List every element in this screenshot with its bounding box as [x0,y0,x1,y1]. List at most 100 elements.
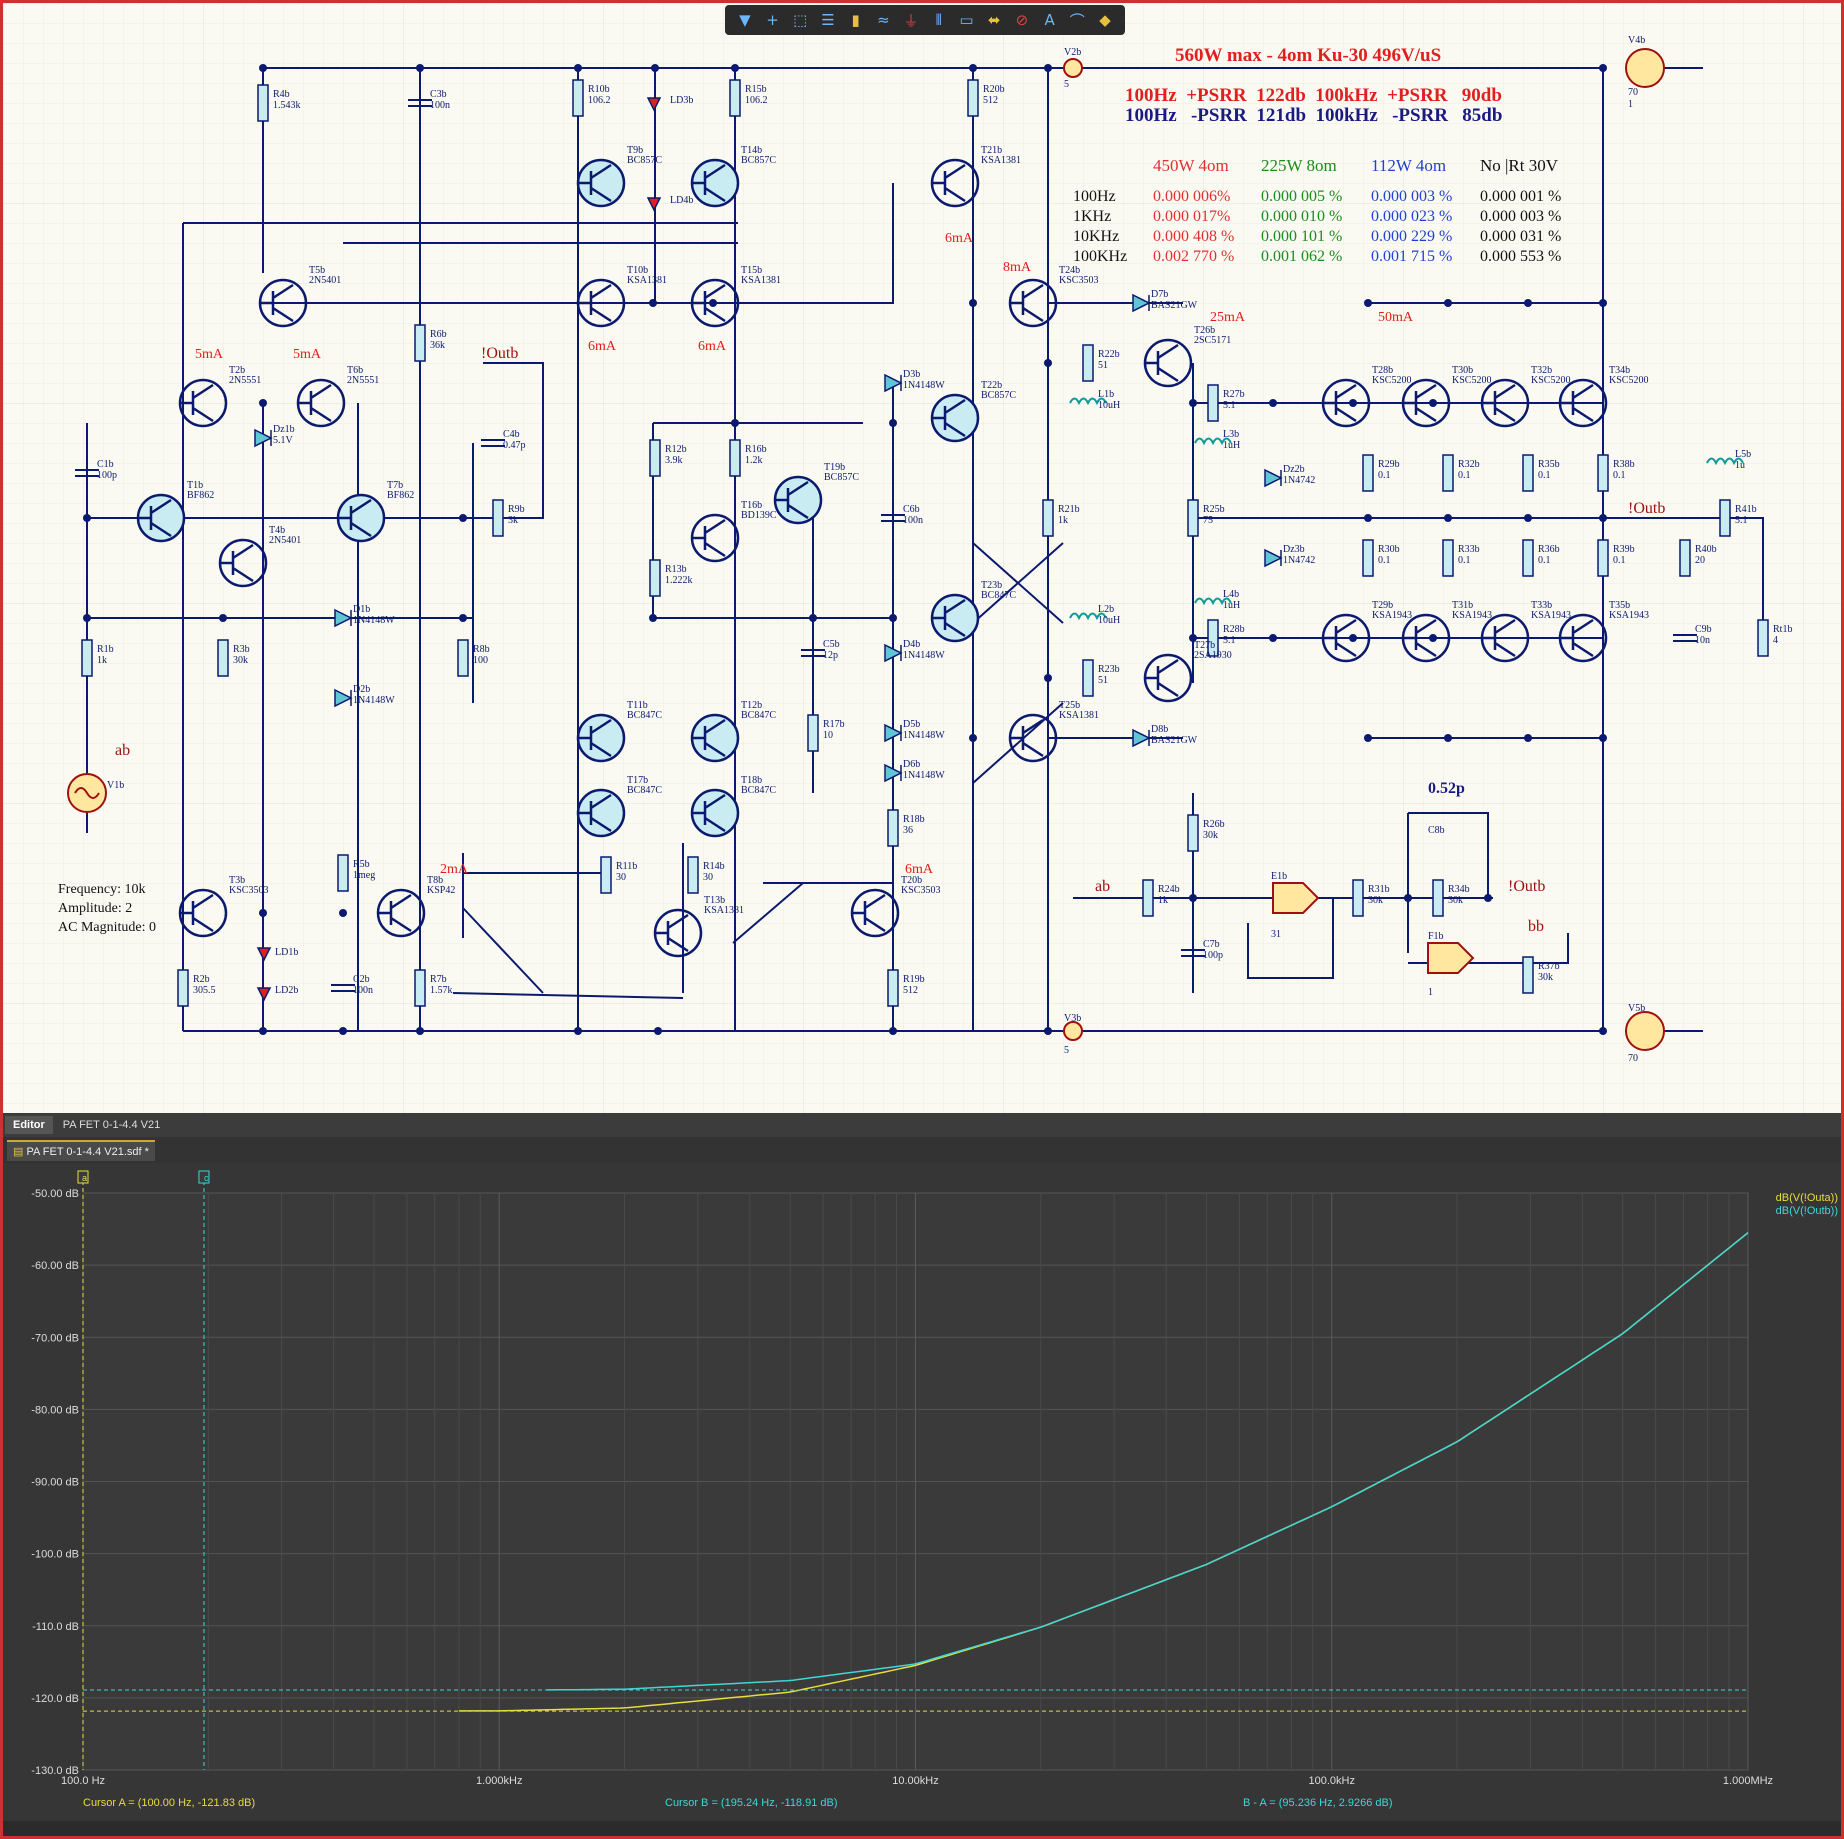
passive-ref: R39b [1613,544,1635,555]
ref-v4: V4b [1628,35,1645,46]
port-icon[interactable]: ⬌ [987,11,1001,29]
resistor-body [1757,619,1769,657]
cursor-a-marker[interactable] [77,1170,89,1184]
thd-col-header: 450W 4om [1153,156,1229,175]
net-label-outb: !Outb [1628,500,1665,517]
passive-value: 0.1 [1613,470,1626,481]
schematic-title: 560W max - 4om Ku-30 496V/uS [1175,45,1441,66]
tab-editor[interactable]: Editor [5,1116,53,1134]
transistor-leads [1482,383,1516,423]
transistor-part: KSA1381 [704,905,744,916]
thd-cell: 0.001 715 % [1371,248,1452,265]
transistor-ref: T4b [269,525,285,536]
current-label: 50mA [1378,310,1414,325]
y-tick-label: -100.0 dB [31,1549,79,1561]
passive-ref: D1b [353,604,370,615]
transistor-part: KSA1943 [1531,610,1571,621]
cross-probe-icon[interactable]: + [766,11,779,29]
resistor-body [257,84,269,122]
waveform-plot[interactable]: -50.00 dB-60.00 dB-70.00 dB-80.00 dB-90.… [3,1163,1841,1836]
passive-value: 100p [97,470,117,481]
filter-icon[interactable]: ▼ [739,11,751,29]
resistor-body [81,639,93,677]
passive-ref: D2b [353,684,370,695]
passive-ref: R16b [745,444,767,455]
resistor-body [177,969,189,1007]
resistor-body [1042,499,1054,537]
thd-cell: 0.000 031 % [1480,228,1561,245]
power-port-icon[interactable]: ⏚ [903,11,919,30]
resistor-body [1362,539,1374,577]
transistor-part: BC857C [741,155,776,166]
probe-icon[interactable]: ◆ [1099,11,1111,29]
directive-icon[interactable]: ⊘ [1015,11,1029,29]
text-icon[interactable]: A [1044,11,1055,29]
diode-symbol [884,723,903,743]
bus-icon[interactable]: ⫴ [935,11,942,29]
passive-value: 5.1 [1223,400,1236,411]
transistor-ref: T34b [1609,365,1630,376]
net-label-ab: ab [1095,878,1110,895]
passive-ref: R25b [1203,504,1225,515]
passive-ref: C9b [1695,624,1712,635]
passive-value: 30 [703,872,713,883]
thd-cell: 0.000 003 % [1371,188,1452,205]
passive-ref: R8b [473,644,490,655]
ref-ld2: LD2b [275,985,298,996]
current-label: 5mA [293,347,322,362]
transistor-leads [1145,343,1179,383]
y-tick-label: -70.00 dB [31,1332,79,1344]
transistor-leads [932,398,966,438]
diode-symbol [1264,468,1283,488]
component-icon[interactable]: ▮ [851,11,860,29]
transistor-leads [1403,618,1437,658]
transistor-part: 2SA1930 [1194,650,1232,661]
passive-ref: D7b [1151,289,1168,300]
thd-cell: 0.000 408 % [1153,228,1234,245]
passive-value: 100 [473,655,488,666]
passive-ref: R26b [1203,819,1225,830]
resistor-body [649,439,661,477]
resistor-body [217,639,229,677]
tab-sdf-document[interactable]: ▤ PA FET 0-1-4.4 V21.sdf * [7,1140,155,1161]
resistor-body [1597,454,1609,492]
capacitor-plates [331,984,355,992]
arc-icon[interactable]: ⌒ [1069,11,1085,30]
net-icon[interactable]: ≈ [877,11,890,29]
thd-row-freq: 10KHz [1073,228,1119,245]
select-rect-icon[interactable]: ⬚ [793,11,808,29]
passive-value: 5.1V [273,435,294,446]
resistor-body [1442,539,1454,577]
transistor-leads [180,893,214,933]
passive-ref: D4b [903,639,920,650]
passive-value: 1uH [1223,600,1240,611]
schematic-canvas[interactable]: 560W max - 4om Ku-30 496V/uS 100Hz +PSRR… [3,3,1841,1113]
opamp-blocks [1272,882,1475,974]
passive-value: 36k [430,340,445,351]
transistor-leads [1482,618,1516,658]
passive-ref: R29b [1378,459,1400,470]
cursor-b-marker[interactable] [198,1170,210,1184]
align-icon[interactable]: ☰ [821,11,835,29]
passive-ref: R6b [430,329,447,340]
passive-ref: R40b [1695,544,1717,555]
diode-symbol [334,688,353,708]
transistor-leads [692,283,726,323]
transistor-part: BC847C [627,710,662,721]
resistor-body [1597,539,1609,577]
transistor-ref: T13b [704,895,725,906]
thd-cell: 0.000 017% [1153,208,1230,225]
document-tab-bar: ▤ PA FET 0-1-4.4 V21.sdf * [3,1137,1841,1163]
passive-value: 1k [97,655,107,666]
transistor-leads [578,718,612,758]
thd-cell: 0.000 010 % [1261,208,1342,225]
transistor-part: BC847C [741,710,776,721]
tab-project[interactable]: PA FET 0-1-4.4 V21 [62,1119,161,1131]
harness-icon[interactable]: ▭ [959,11,974,29]
current-label: 6mA [905,862,934,877]
horizontal-scrollbar[interactable] [3,1821,1841,1836]
passive-ref: R34b [1448,884,1470,895]
